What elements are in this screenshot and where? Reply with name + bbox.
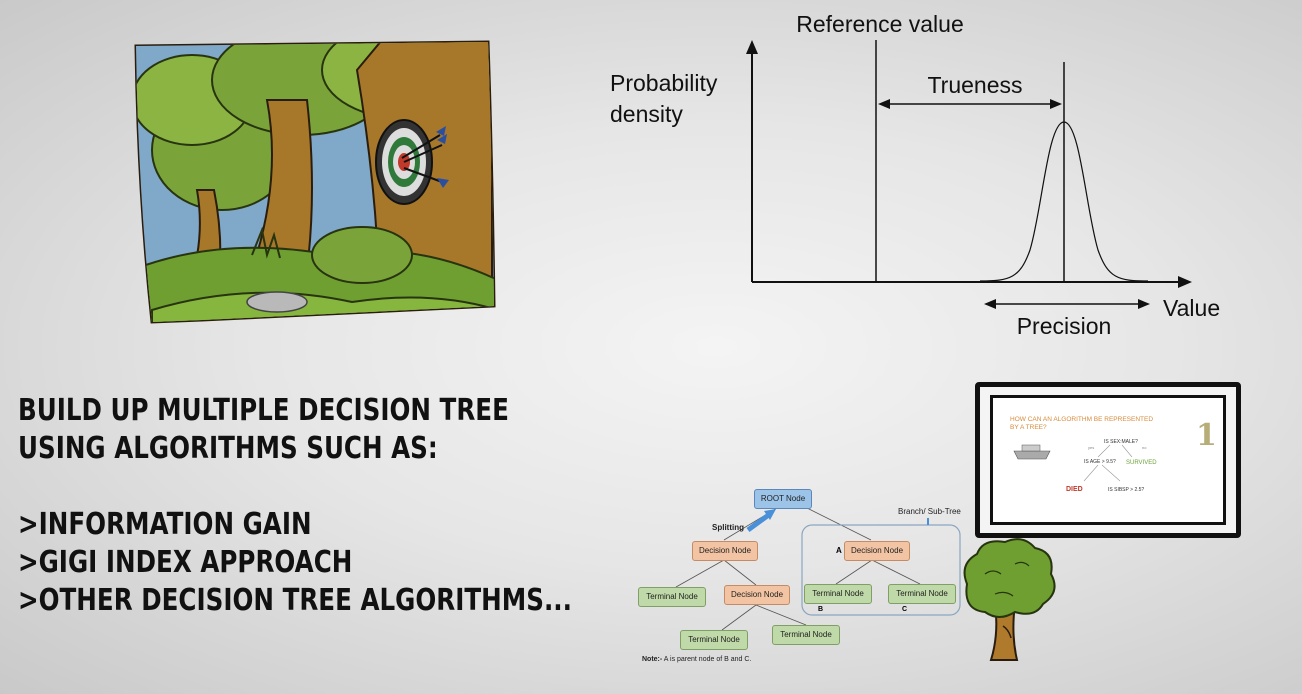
x-axis-arrowhead: [1178, 276, 1192, 288]
board-digit: 1: [1196, 418, 1217, 453]
reference-value-label: Reference value: [796, 11, 964, 37]
terminal-node-4: Terminal Node: [804, 584, 872, 604]
decision-node-right: Decision Node: [844, 541, 910, 561]
terminal-node-2: Terminal Node: [680, 630, 748, 650]
precision-label: Precision: [1017, 313, 1112, 339]
root-node: ROOT Node: [754, 489, 812, 509]
label-b: B: [818, 606, 824, 613]
board-survived-label: SURVIVED: [1126, 460, 1157, 466]
dartboard-icon: [375, 119, 449, 205]
board-no-label: no: [1142, 445, 1147, 450]
label-c: C: [902, 606, 908, 613]
terminal-node-1: Terminal Node: [638, 587, 706, 607]
list-item-information-gain: >Information gain: [18, 507, 312, 542]
framed-board: HOW CAN AN ALGORITHM BE REPRESENTED BY A…: [975, 382, 1241, 538]
board-title-line1: HOW CAN AN ALGORITHM BE REPRESENTED: [1010, 416, 1153, 423]
board-question-sex: IS SEX:MALE?: [1104, 439, 1138, 445]
ship-icon: [1013, 444, 1051, 460]
heading-line-2: using algorithms such as:: [18, 431, 438, 466]
y-axis-label-line2: density: [610, 101, 683, 127]
algorithms-text-block: Build up multiple decision tree using al…: [18, 392, 778, 620]
y-axis-label-line1: Probability: [610, 70, 718, 96]
subtree-box: [801, 524, 961, 616]
decision-node-mid: Decision Node: [724, 585, 790, 605]
forest-dartboard-illustration: [134, 40, 496, 324]
heading-line-1: Build up multiple decision tree: [18, 393, 509, 428]
branch-label: Branch/ Sub-Tree: [898, 507, 961, 516]
splitting-label: Splitting: [712, 523, 744, 532]
board-died-label: DIED: [1066, 486, 1083, 493]
decision-tree-diagram: ROOT Node Splitting Branch/ Sub-Tree Dec…: [636, 480, 976, 670]
label-a: A: [836, 546, 842, 555]
tree-note: Note:- A is parent node of B and C.: [642, 656, 751, 663]
splitting-arrow: [746, 511, 772, 533]
value-label: Value: [1163, 295, 1220, 321]
board-yes-label: yes: [1088, 445, 1094, 450]
bell-curve: [979, 121, 1149, 282]
board-question-age: IS AGE > 9.5?: [1084, 459, 1116, 465]
terminal-node-3: Terminal Node: [772, 625, 840, 645]
board-title-line2: BY A TREE?: [1010, 424, 1047, 431]
cartoon-tree-illustration: [963, 538, 1056, 661]
terminal-node-5: Terminal Node: [888, 584, 956, 604]
list-item-gigi-index: >Gigi index approach: [18, 545, 353, 580]
note-text: A is parent node of B and C.: [663, 656, 752, 663]
y-axis-arrowhead: [746, 40, 758, 54]
list-item-other-algorithms: >Other decision tree algorithms...: [18, 583, 572, 618]
note-bold-label: Note:-: [642, 656, 663, 663]
trueness-precision-graph: Reference value Probability density True…: [610, 11, 1220, 339]
decision-node-left: Decision Node: [692, 541, 758, 561]
board-question-sibsp: IS SIBSP > 2.5?: [1108, 487, 1144, 493]
trueness-label: Trueness: [927, 72, 1022, 98]
